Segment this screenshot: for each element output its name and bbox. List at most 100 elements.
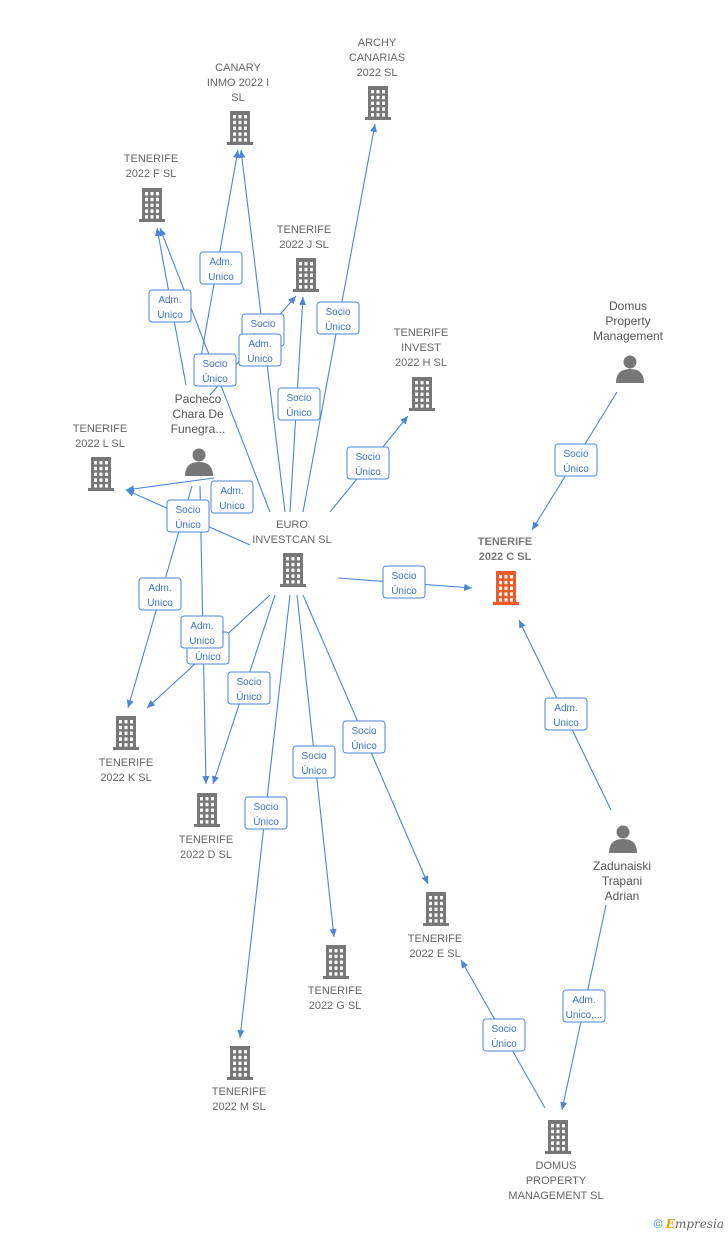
node-tj[interactable]: TENERIFE 2022 J SL [277,224,331,292]
building-icon [545,1120,571,1154]
relation-badge-text: Único [563,462,589,475]
building-icon [113,716,139,750]
building-icon [227,111,253,145]
relation-badge-text: Único [236,690,262,703]
relation-badge-text: Unico [208,272,234,283]
node-label-line: TENERIFE [394,327,448,339]
relation-badge[interactable]: Adm. Unico [180,615,224,649]
node-label-line: SL [231,92,244,104]
relation-badge-text: Unico [189,636,215,647]
relation-badge[interactable]: Adm.Unico [210,480,254,514]
building-icon [409,377,435,411]
node-tm[interactable]: TENERIFE 2022 M SL [212,1046,266,1113]
node-label-line: 2022 H SL [395,357,447,369]
building-icon [423,892,449,926]
node-te[interactable]: TENERIFE 2022 E SL [408,892,462,960]
relation-badge-text: Socio [286,393,311,404]
relation-badge-text: Socio [175,505,200,516]
relation-badge-text: Socio [351,726,376,737]
brand-logo: Empresia [665,1217,724,1231]
copyright-symbol: © [653,1217,663,1231]
node-label-line: TENERIFE [179,834,233,846]
relation-badge-text: Unico [247,354,273,365]
node-label-line: Adrian [605,889,640,903]
relation-badge-text: Adm. [209,257,232,268]
node-label-line: EURO [276,519,308,531]
node-label-line: CANARIAS [349,52,405,64]
node-label-line: MANAGEMENT SL [508,1190,603,1202]
building-icon [323,945,349,979]
footer-brand[interactable]: © Empresia [654,1217,724,1231]
node-label-line: INVEST [401,342,441,354]
node-label-line: PROPERTY [526,1175,587,1187]
relation-badge[interactable]: Adm.Unico [138,577,182,611]
node-euro[interactable]: EURO INVESTCAN SL [252,519,332,587]
node-domussl[interactable]: DOMUS PROPERTY MANAGEMENT SL [508,1120,604,1202]
node-label-line: Chara De [172,407,224,421]
relation-badge-text: Único [491,1037,517,1050]
person-icon [609,825,637,853]
relation-badge-text: Adm. [554,703,577,714]
relation-badge-text: Adm. [190,621,213,632]
node-label-line: INVESTCAN SL [252,534,331,546]
node-tl[interactable]: TENERIFE 2022 L SL [73,423,127,491]
node-label-line: TENERIFE [277,224,331,236]
relation-badge[interactable]: Adm. Unico [238,333,282,367]
relation-badge[interactable]: Adm.Unico,... [562,989,606,1023]
relation-badge[interactable]: Adm.Unico [148,289,192,323]
node-label-line: 2022 L SL [75,438,125,450]
node-label-line: 2022 E SL [409,948,460,960]
person-icon [185,448,213,476]
node-label-line: 2022 C SL [479,551,532,563]
node-label-line: TENERIFE [73,423,127,435]
node-label-line: Management [593,329,664,343]
relation-badge-text: Unico,... [566,1010,603,1021]
edge-pacheco-to-tl [125,477,215,493]
node-label-line: TENERIFE [408,933,462,945]
building-icon [139,188,165,222]
relation-badge-text: Unico [219,501,245,512]
building-icon [280,553,306,587]
relation-badge-text: Único [325,320,351,333]
building-icon [493,571,519,605]
node-label-line: 2022 M SL [212,1101,265,1113]
building-icon [227,1046,253,1080]
node-label-line: 2022 J SL [279,239,329,251]
relation-badge-text: Socio [563,449,588,460]
node-label-line: 2022 SL [357,67,398,79]
node-label-line: TENERIFE [212,1086,266,1098]
relation-badge[interactable]: Adm. Unico [544,697,588,731]
relation-badge-text: Unico [147,598,173,609]
relation-badge-text: Adm. [248,339,271,350]
node-label-line: 2022 G SL [309,1000,362,1012]
relation-badge-text: Unico [553,718,579,729]
node-label-line: DOMUS [536,1160,577,1172]
node-th[interactable]: TENERIFE INVEST 2022 H SL [394,327,448,411]
relation-badge[interactable]: Adm. Unico [199,251,243,285]
relation-badge-text: Único [195,650,221,663]
